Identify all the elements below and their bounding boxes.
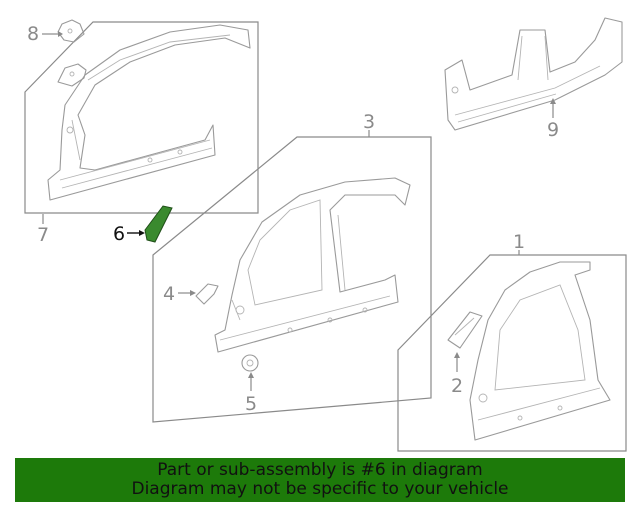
arrow-4 — [190, 290, 196, 296]
arrow-2 — [454, 352, 460, 358]
callout-4[interactable]: 4 — [163, 283, 175, 305]
panel-1 — [397, 254, 627, 452]
panel-3 — [152, 136, 432, 423]
callout-1[interactable]: 1 — [513, 231, 525, 253]
notice-banner: Part or sub-assembly is #6 in diagram Di… — [15, 458, 625, 502]
part-4-bracket — [195, 283, 219, 305]
callout-7[interactable]: 7 — [37, 224, 49, 246]
callout-5[interactable]: 5 — [245, 393, 257, 415]
callout-2[interactable]: 2 — [451, 375, 463, 397]
part-6-highlighted[interactable] — [144, 205, 173, 243]
panel-7 — [24, 21, 259, 214]
banner-line-1: Part or sub-assembly is #6 in diagram — [157, 460, 483, 480]
part-3-body-side — [214, 177, 411, 353]
arrow-6 — [139, 230, 145, 236]
part-1-outer-panel — [469, 261, 611, 441]
part-7-side-frame — [47, 24, 251, 201]
banner-line-2: Diagram may not be specific to your vehi… — [131, 479, 509, 499]
callout-3[interactable]: 3 — [363, 111, 375, 133]
callout-9[interactable]: 9 — [547, 119, 559, 141]
part-5-clip — [241, 354, 259, 372]
callout-8[interactable]: 8 — [27, 23, 39, 45]
part-7-bracket-small — [57, 63, 87, 87]
part-2-reinforcement — [447, 311, 483, 349]
arrow-9 — [550, 98, 556, 104]
arrow-8 — [58, 31, 63, 37]
part-8-bracket — [57, 19, 85, 43]
parts-diagram: 8 7 9 3 4 5 6 — [24, 17, 627, 452]
part-9-rocker — [444, 17, 623, 131]
callout-6[interactable]: 6 — [113, 223, 125, 245]
arrow-5 — [248, 372, 254, 378]
